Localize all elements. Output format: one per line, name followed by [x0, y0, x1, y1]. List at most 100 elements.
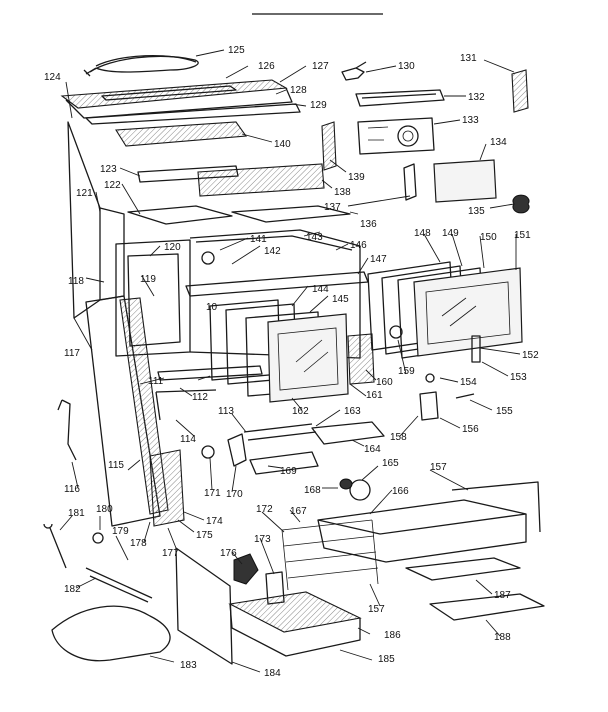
broiler-grid-part [429, 593, 545, 621]
label-169: 169 [280, 466, 297, 477]
label-148: 148 [414, 228, 431, 239]
label-162: 162 [292, 406, 309, 417]
label-135: 135 [468, 206, 485, 217]
label-118: 118 [68, 276, 84, 287]
burner-ring-part [349, 479, 371, 501]
insulation-panels-part [149, 449, 185, 527]
burner-box-part [197, 163, 325, 197]
label-132: 132 [468, 92, 485, 103]
label-144: 144 [312, 284, 329, 295]
label-130: 130 [398, 61, 415, 72]
leader-lines [59, 49, 521, 673]
label-133: 133 [462, 115, 479, 126]
knob-part [512, 194, 530, 214]
label-155: 155 [496, 406, 513, 417]
label-134: 134 [490, 137, 507, 148]
label-188: 188 [494, 632, 511, 643]
door-strip-part [347, 333, 375, 385]
broiler-assembly-part [228, 591, 362, 657]
wire-harness-part [57, 399, 77, 461]
label-170: 170 [226, 489, 243, 500]
label-123: 123 [100, 164, 117, 175]
right-shelf-part [231, 205, 351, 223]
label-113: 113 [218, 406, 234, 417]
top-trim-part [60, 79, 293, 119]
label-183: 183 [180, 660, 197, 671]
label-163: 163 [344, 406, 361, 417]
label-172: 172 [256, 504, 273, 515]
igniter-part [243, 423, 317, 441]
label-149: 149 [442, 228, 459, 239]
label-117: 117 [64, 348, 80, 359]
baffle-part [249, 451, 319, 475]
label-147: 147 [370, 254, 387, 265]
side-rack-part [175, 547, 233, 665]
screw-part [425, 373, 435, 383]
label-151: 151 [514, 230, 531, 241]
label-126: 126 [258, 61, 275, 72]
label-178: 178 [130, 538, 147, 549]
label-138: 138 [334, 187, 351, 198]
label-121: 121 [76, 188, 93, 199]
lower-trim-part [157, 365, 263, 381]
label-131: 131 [460, 53, 477, 64]
label-116: 116 [64, 484, 80, 495]
label-111: 111 [148, 376, 164, 387]
label-120: 120 [164, 242, 181, 253]
door-frame-part [185, 271, 369, 297]
part-labels: 125 124 126 127 128 129 130 131 132 133 … [44, 45, 539, 679]
clock-control-part [357, 117, 435, 155]
bracket-part [355, 89, 445, 107]
burner-cap-part [339, 478, 353, 490]
label-164: 164 [364, 444, 381, 455]
label-150: 150 [480, 232, 497, 243]
control-panel-part [433, 159, 497, 203]
label-167: 167 [290, 506, 307, 517]
label-159: 159 [398, 366, 415, 377]
label-180: 180 [96, 504, 113, 515]
label-157a: 157 [430, 462, 447, 473]
door-hinge-part [471, 335, 481, 363]
vent-part [511, 69, 529, 113]
broiler-drawer-part [317, 481, 541, 563]
label-115: 115 [108, 460, 124, 471]
broiler-pan-part [405, 557, 521, 581]
label-137: 137 [324, 202, 341, 213]
valve-bracket-part [227, 433, 247, 467]
label-125: 125 [228, 45, 245, 56]
oven-rack-part [281, 519, 379, 591]
label-177: 177 [162, 548, 179, 559]
label-157b: 157 [368, 604, 385, 615]
burner-box-top-part [115, 121, 248, 147]
label-176: 176 [220, 548, 237, 559]
oven-glass-part [209, 299, 349, 403]
label-139: 139 [348, 172, 365, 183]
label-182: 182 [64, 584, 81, 595]
label-127: 127 [312, 61, 329, 72]
label-145: 145 [332, 294, 349, 305]
label-184: 184 [264, 668, 281, 679]
label-175: 175 [196, 530, 213, 541]
label-114: 114 [180, 434, 196, 445]
label-152: 152 [522, 350, 539, 361]
label-122: 122 [104, 180, 121, 191]
label-166: 166 [392, 486, 409, 497]
label-136: 136 [360, 219, 377, 230]
flame-spreader-part [311, 421, 385, 445]
label-112: 112 [192, 392, 208, 403]
side-bracket-part [403, 163, 417, 201]
hinge-part [419, 391, 439, 421]
label-179: 179 [112, 526, 129, 537]
label-165: 165 [382, 458, 399, 469]
label-156: 156 [462, 424, 479, 435]
label-124: 124 [44, 72, 61, 83]
label-119: 119 [140, 274, 156, 285]
label-185: 185 [378, 654, 395, 665]
label-153: 153 [510, 372, 527, 383]
label-168: 168 [304, 485, 321, 496]
pin-part [455, 393, 475, 399]
spark-electrode-part [43, 523, 67, 569]
label-141: 141 [250, 234, 267, 245]
door-knob-part [389, 325, 403, 339]
label-171: 171 [204, 488, 221, 499]
